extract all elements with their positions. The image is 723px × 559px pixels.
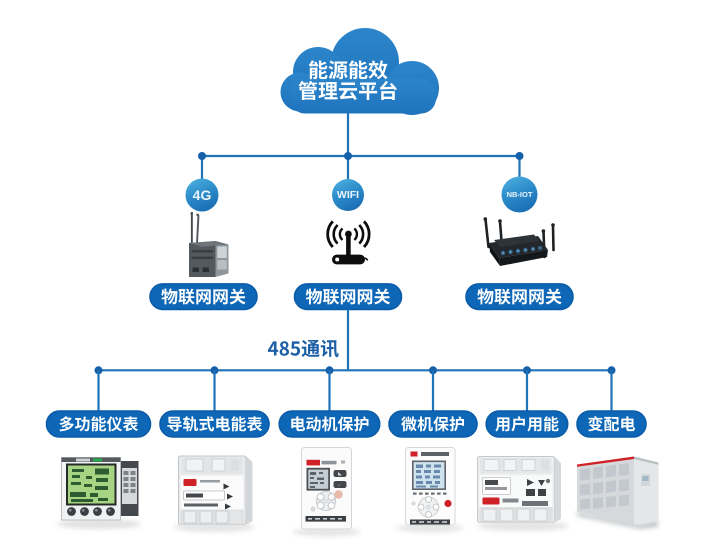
svg-text:WIFI: WIFI <box>337 189 359 201</box>
svg-text:4G: 4G <box>193 187 212 203</box>
svg-text:NB-IOT: NB-IOT <box>507 190 533 199</box>
